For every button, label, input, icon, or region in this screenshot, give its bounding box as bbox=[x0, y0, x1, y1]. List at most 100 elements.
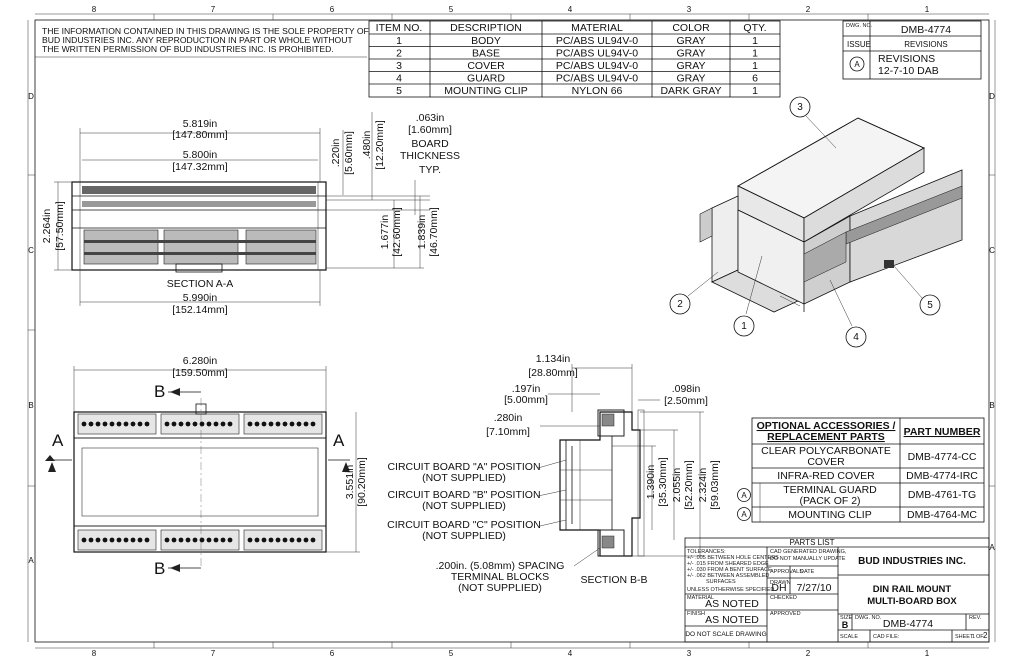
accessory-part: DMB-4761-TG bbox=[908, 489, 976, 501]
svg-text:(NOT SUPPLIED): (NOT SUPPLIED) bbox=[422, 472, 506, 484]
dimension-2055: 2.055in [52.20mm] bbox=[640, 429, 695, 540]
parts-list-label: PARTS LIST bbox=[789, 538, 834, 547]
top-view: A A B B 6.280in [159.50mm] bbox=[45, 355, 368, 578]
col-label-bottom: 3 bbox=[687, 649, 692, 658]
bom-cell: 6 bbox=[752, 73, 758, 85]
svg-text:5: 5 bbox=[927, 300, 933, 311]
bom-header: QTY. bbox=[743, 22, 766, 34]
bom-cell: PC/ABS UL94V-0 bbox=[556, 60, 638, 72]
dimension-280: .280in [7.10mm] bbox=[486, 412, 600, 438]
svg-text:.280in: .280in bbox=[494, 412, 523, 424]
tolerance-line: +/- .030 FROM A BENT SURFACE bbox=[687, 567, 772, 573]
svg-text:(NOT SUPPLIED): (NOT SUPPLIED) bbox=[422, 500, 506, 512]
svg-text:1.839in: 1.839in bbox=[416, 215, 428, 250]
accessory-part: DMB-4774-CC bbox=[908, 451, 977, 463]
svg-text:[5.00mm]: [5.00mm] bbox=[504, 394, 548, 406]
cad-file-label: CAD FILE: bbox=[873, 634, 900, 640]
row-label-right: A bbox=[989, 543, 995, 552]
row-label-right: B bbox=[989, 401, 994, 410]
svg-text:6.280in: 6.280in bbox=[183, 355, 218, 367]
col-label-top: 5 bbox=[449, 5, 454, 14]
rev-label: REV. bbox=[969, 615, 982, 621]
accessory-part: DMB-4774-IRC bbox=[906, 470, 978, 482]
col-label-top: 7 bbox=[211, 5, 216, 14]
finish-value: AS NOTED bbox=[705, 614, 759, 626]
svg-text:1.390in: 1.390in bbox=[645, 465, 657, 500]
finish-label: FINISH bbox=[687, 611, 705, 617]
section-a-a-label: SECTION A-A bbox=[167, 278, 234, 290]
svg-text:[59.03mm]: [59.03mm] bbox=[709, 460, 721, 510]
checked-label: CHECKED bbox=[770, 595, 797, 601]
drawn-by: DH bbox=[771, 582, 786, 594]
approved-label: APPROVED bbox=[770, 611, 801, 617]
svg-text:TYP.: TYP. bbox=[419, 164, 441, 176]
row-label-left: A bbox=[28, 556, 34, 565]
section-marker-a: A bbox=[52, 431, 64, 450]
svg-text:TERMINAL BLOCKS: TERMINAL BLOCKS bbox=[451, 571, 549, 583]
svg-text:[159.50mm]: [159.50mm] bbox=[172, 367, 228, 379]
svg-text:2.264in: 2.264in bbox=[41, 209, 53, 244]
col-label-top: 6 bbox=[330, 5, 335, 14]
svg-text:[5.60mm]: [5.60mm] bbox=[343, 131, 355, 175]
rev-dwg-no-label: DWG. NO. bbox=[846, 23, 873, 29]
row-label-left: B bbox=[28, 401, 33, 410]
bom-cell: 1 bbox=[752, 85, 758, 97]
bom-cell: 1 bbox=[396, 35, 402, 47]
bom-cell: NYLON 66 bbox=[572, 85, 623, 97]
dimension-height: 2.264in [57.50mm] bbox=[41, 181, 72, 271]
dimension-220: .220in [5.60mm] bbox=[330, 130, 355, 195]
dimension-width: 6.280in [159.50mm] bbox=[73, 355, 327, 412]
svg-text:[28.80mm]: [28.80mm] bbox=[528, 367, 578, 379]
svg-text:[57.50mm]: [57.50mm] bbox=[54, 201, 66, 251]
balloon-5: 5 bbox=[893, 265, 941, 316]
notice-line: BUD INDUSTRIES INC. ANY REPRODUCTION IN … bbox=[42, 35, 353, 45]
svg-text:.098in: .098in bbox=[672, 383, 701, 395]
callout-board-a: CIRCUIT BOARD "A" POSITION (NOT SUPPLIED… bbox=[387, 459, 567, 484]
svg-text:[46.70mm]: [46.70mm] bbox=[428, 207, 440, 257]
cad-note: DO NOT MANUALLY UPDATE bbox=[770, 556, 846, 562]
sheet-border: 8 7 6 5 4 3 2 1 8 7 6 5 4 3 2 1 D C B A … bbox=[27, 5, 995, 658]
svg-text:1.134in: 1.134in bbox=[536, 353, 571, 365]
dimension-1839: 1.839in [46.70mm] bbox=[326, 196, 440, 269]
svg-text:2: 2 bbox=[677, 299, 683, 310]
svg-text:2.324in: 2.324in bbox=[697, 468, 709, 503]
revisions-block: DWG. NO. DMB-4774 ISSUE REVISIONS A REVI… bbox=[842, 20, 982, 80]
section-marker-a-left: A bbox=[45, 431, 72, 472]
accessory-part: DMB-4764-MC bbox=[907, 509, 977, 521]
balloon-3: 3 bbox=[789, 96, 837, 149]
notice-line: THE INFORMATION CONTAINED IN THIS DRAWIN… bbox=[42, 26, 369, 36]
col-label-bottom: 4 bbox=[568, 649, 573, 658]
proprietary-notice: THE INFORMATION CONTAINED IN THIS DRAWIN… bbox=[35, 26, 369, 58]
accessory-name: CLEAR POLYCARBONATE bbox=[761, 445, 891, 457]
svg-text:[12.20mm]: [12.20mm] bbox=[374, 120, 386, 170]
tolerance-line: +/- .005 BETWEEN HOLE CENTERS bbox=[687, 555, 779, 561]
bom-header: MATERIAL bbox=[571, 22, 623, 34]
svg-text:[35.30mm]: [35.30mm] bbox=[657, 457, 669, 507]
callout-board-c: CIRCUIT BOARD "C" POSITION (NOT SUPPLIED… bbox=[387, 519, 567, 542]
accessory-name: MOUNTING CLIP bbox=[788, 509, 871, 521]
col-label-top: 2 bbox=[806, 5, 811, 14]
accessory-name: COVER bbox=[807, 456, 845, 468]
drawn-label: DRAWN bbox=[770, 580, 791, 586]
date-label: DATE bbox=[800, 569, 815, 575]
material-label: MATERIAL bbox=[687, 595, 714, 601]
svg-text:5.800in: 5.800in bbox=[183, 149, 218, 161]
svg-text:4: 4 bbox=[853, 332, 859, 343]
section-marker-b-top: B bbox=[154, 382, 201, 401]
bom-cell: GRAY bbox=[677, 35, 706, 47]
row-label-left: D bbox=[28, 92, 34, 101]
svg-text:[90.20mm]: [90.20mm] bbox=[356, 457, 368, 507]
size-label: SIZE bbox=[840, 615, 853, 621]
row-label-right: D bbox=[989, 92, 995, 101]
sheet-size: B bbox=[842, 620, 849, 630]
bom-cell: DARK GRAY bbox=[660, 85, 721, 97]
rev-issue-label: ISSUE bbox=[847, 40, 871, 49]
bom-header: COLOR bbox=[672, 22, 710, 34]
svg-text:1: 1 bbox=[741, 321, 747, 332]
accessories-table: OPTIONAL ACCESSORIES / REPLACEMENT PARTS… bbox=[737, 417, 985, 523]
rev-issue-letter: A bbox=[854, 60, 860, 69]
svg-text:2.055in: 2.055in bbox=[671, 468, 683, 503]
col-label-top: 4 bbox=[568, 5, 573, 14]
sheet-number: 1 bbox=[972, 634, 975, 640]
